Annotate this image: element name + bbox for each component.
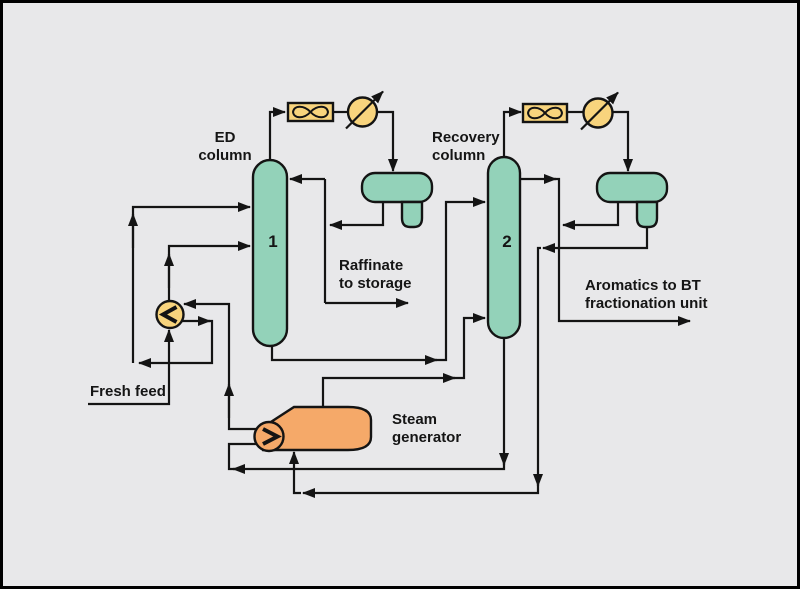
solvent-down-line bbox=[138, 319, 214, 368]
raffinate-label-line2: to storage bbox=[339, 275, 412, 292]
ed-bottoms-line-b bbox=[434, 197, 486, 362]
process-flow-diagram bbox=[88, 90, 691, 498]
drum2-boot bbox=[635, 200, 659, 229]
burner-chevron-icon bbox=[262, 427, 282, 446]
steam-generator-burner bbox=[253, 420, 285, 453]
recovery-column-number: 2 bbox=[502, 232, 512, 251]
cooler1-drum1-line bbox=[377, 110, 398, 172]
mixer2-bowtie-icon bbox=[526, 106, 564, 120]
boot2-water-line-b bbox=[533, 246, 543, 487]
aromatics-label-line1: Aromatics to BT bbox=[585, 277, 701, 294]
recovery-overhead-line bbox=[502, 107, 522, 160]
exchanger-chevron-icon bbox=[158, 305, 178, 324]
mixer1-bowtie-icon bbox=[291, 105, 330, 119]
cooler1-arrow-icon bbox=[345, 90, 384, 130]
drum2-outlet-line bbox=[562, 202, 620, 230]
aromatics-line bbox=[554, 177, 691, 326]
ed-bottoms-line-a bbox=[270, 341, 438, 365]
recovery-bottoms-line-b bbox=[232, 463, 506, 474]
reflux-drum-2 bbox=[595, 171, 669, 204]
green-vessels bbox=[251, 155, 669, 348]
stream-lines bbox=[88, 107, 691, 498]
drum1-boot bbox=[400, 200, 424, 229]
steam-generator-label-line2: generator bbox=[392, 429, 462, 446]
recovery-column-label-line1: Recovery bbox=[432, 129, 500, 146]
boot2-water-line-d bbox=[289, 451, 301, 495]
ed-overhead-line bbox=[268, 107, 286, 161]
ed-column-label-line1: ED bbox=[214, 129, 236, 146]
steam-line-b bbox=[452, 313, 486, 380]
recovery-bottoms-line-c bbox=[227, 442, 257, 471]
solvent-feed-line bbox=[131, 202, 251, 363]
ed-column-label-line2: column bbox=[198, 147, 252, 164]
reflux-drum-1 bbox=[360, 171, 434, 204]
feed-to-column1-line bbox=[167, 241, 251, 301]
cooler2-drum2-line bbox=[612, 110, 633, 172]
hot-solvent-line bbox=[183, 299, 257, 431]
ed-column-number: 1 bbox=[268, 232, 278, 251]
boot2-water-line-c bbox=[302, 484, 540, 498]
yellow-equipment bbox=[155, 90, 619, 330]
boot2-water-line-a bbox=[542, 227, 649, 253]
fresh-feed-line bbox=[88, 329, 174, 406]
steam-generator-body bbox=[255, 405, 373, 452]
recovery-column-vessel bbox=[486, 155, 522, 340]
recovery-column-label-line2: column bbox=[432, 147, 486, 164]
steam-generator bbox=[253, 405, 373, 453]
steam-generator-label-line1: Steam bbox=[392, 411, 438, 428]
ed-column-vessel bbox=[251, 158, 289, 348]
drum1-outlet-line bbox=[329, 202, 385, 230]
steam-line-a bbox=[321, 373, 456, 407]
cooler2-arrow-icon bbox=[580, 91, 619, 131]
raffinate-label-line1: Raffinate bbox=[339, 257, 404, 274]
aromatics-label-line2: fractionation unit bbox=[585, 295, 708, 312]
fresh-feed-label: Fresh feed bbox=[90, 383, 166, 400]
